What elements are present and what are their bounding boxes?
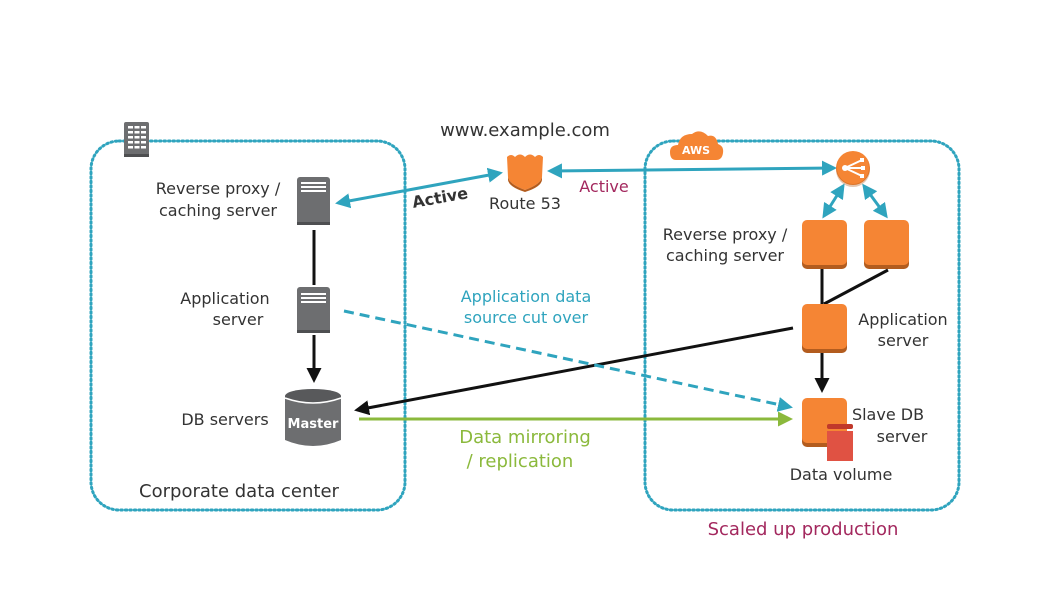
cutover-label-1: Application data — [461, 287, 592, 306]
master-db-label: Master — [288, 417, 339, 432]
aws-reverse-proxy-label-1: Reverse proxy / — [663, 225, 788, 244]
corporate-data-center-boundary — [89, 139, 407, 512]
cutover-label-2: source cut over — [464, 308, 589, 327]
aws-proxy-2-to-app-link — [823, 268, 889, 306]
aws-app-server-label-2: server — [878, 331, 929, 350]
data-volume-label: Data volume — [790, 465, 893, 484]
route53-shield-icon[interactable] — [507, 154, 543, 193]
load-balancer-icon[interactable] — [836, 151, 870, 187]
aws-cloud-icon: AWS — [670, 131, 724, 160]
aws-reverse-proxy-label-2: caching server — [666, 246, 784, 265]
mirroring-label-2: / replication — [467, 451, 574, 472]
active-label-right: Active — [579, 177, 629, 196]
aws-reverse-proxy-2-icon[interactable] — [864, 220, 909, 269]
aws-production-boundary — [643, 139, 961, 512]
building-icon — [124, 122, 149, 157]
corp-app-server-icon[interactable] — [297, 287, 330, 333]
corp-reverse-proxy-label-2: caching server — [159, 201, 277, 220]
corp-reverse-proxy-server-icon[interactable] — [297, 177, 330, 225]
corp-reverse-proxy-label-1: Reverse proxy / — [156, 179, 281, 198]
aws-badge-label: AWS — [682, 144, 710, 157]
slave-db-label-1: Slave DB — [852, 405, 924, 424]
lb-to-proxy-1-link — [822, 183, 845, 219]
corporate-data-center-label: Corporate data center — [139, 481, 339, 502]
route53-label: Route 53 — [489, 194, 561, 213]
mirroring-label-1: Data mirroring — [459, 427, 591, 448]
corp-app-server-label-2: server — [213, 310, 264, 329]
cutover-dashed-link — [343, 309, 793, 412]
aws-reverse-proxy-1-icon[interactable] — [802, 220, 847, 269]
slave-db-label-2: server — [877, 427, 928, 446]
aws-app-server-label-1: Application — [858, 310, 947, 329]
corp-app-server-label-1: Application — [180, 289, 269, 308]
aws-app-to-master-db-link — [354, 326, 794, 416]
db-servers-label: DB servers — [181, 410, 268, 429]
master-database-icon[interactable]: Master — [284, 389, 342, 446]
route53-to-corp-link — [335, 167, 503, 209]
aws-app-server-icon[interactable] — [802, 304, 847, 353]
route53-to-aws-link — [547, 160, 837, 179]
lb-to-proxy-2-link — [862, 183, 888, 219]
data-volume-icon[interactable] — [827, 424, 853, 461]
scaled-up-production-label: Scaled up production — [708, 519, 899, 540]
domain-title: www.example.com — [440, 120, 610, 141]
